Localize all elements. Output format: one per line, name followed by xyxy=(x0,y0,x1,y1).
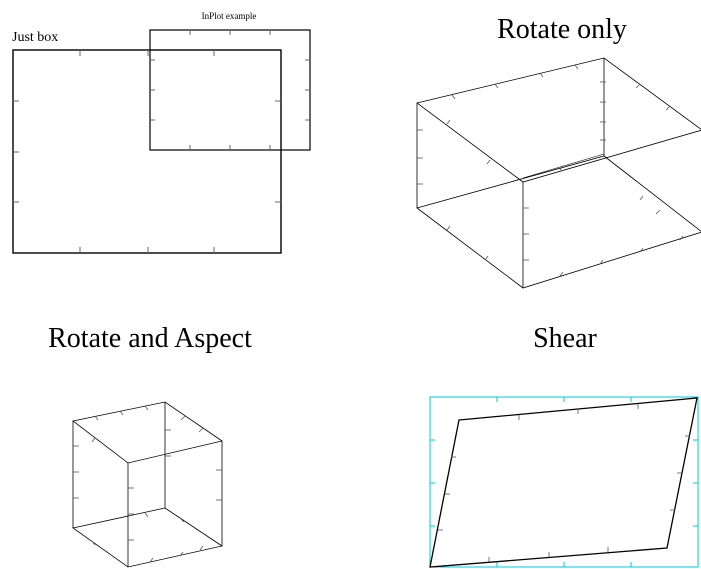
inset-box-frame xyxy=(149,29,311,151)
inset-box-ticks xyxy=(150,30,310,150)
rotate-only-ticks xyxy=(417,64,684,277)
rotate-and-aspect-panel: Rotate and Aspect xyxy=(48,323,252,568)
shear-title: Shear xyxy=(533,323,597,354)
just-box-label: Just box xyxy=(12,30,58,45)
sheared-box xyxy=(429,397,698,568)
rotate-and-aspect-box xyxy=(72,401,224,568)
just-box-panel: Just box InPlot example xyxy=(12,11,311,254)
rotate-and-aspect-title: Rotate and Aspect xyxy=(48,323,252,354)
sheared-box-ticks xyxy=(438,404,690,562)
shear-outer-ticks xyxy=(430,397,698,567)
inset-title: InPlot example xyxy=(202,11,257,21)
shear-outer-frame xyxy=(429,396,699,568)
rotate-only-title: Rotate only xyxy=(497,14,627,45)
shear-panel: Shear xyxy=(429,323,699,568)
rotate-only-box xyxy=(416,57,701,289)
rotate-and-aspect-ticks xyxy=(73,405,222,563)
rotate-only-panel: Rotate only xyxy=(416,14,701,289)
main-box-ticks xyxy=(13,50,281,253)
main-box-frame xyxy=(12,49,282,254)
